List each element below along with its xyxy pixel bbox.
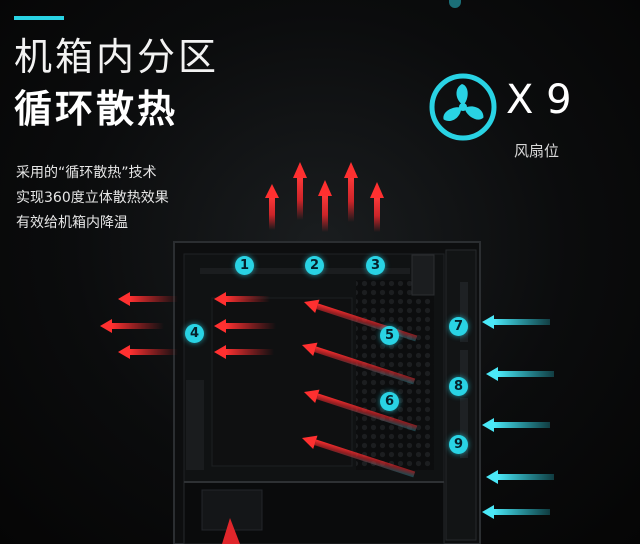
description-line-1: 采用的“循环散热”技术 [16,165,157,181]
internal-airflow-arrows [302,299,418,478]
fan-icon [429,73,497,141]
pc-case [173,241,481,544]
fan-position-1: 1 [235,256,254,275]
fan-position-5: 5 [380,326,399,345]
rear-exhaust-arrows [100,292,276,359]
top-decoration [449,0,461,8]
fan-position-3: 3 [366,256,385,275]
fan-position-8: 8 [449,377,468,396]
fan-count: X 9 [506,77,572,123]
top-exhaust-arrows [265,162,384,232]
title-line-1: 机箱内分区 [14,35,220,79]
fan-position-6: 6 [380,392,399,411]
fan-position-9: 9 [449,435,468,454]
description-line-2: 实现360度立体散热效果 [16,190,169,206]
bottom-exhaust-arrow [222,518,240,544]
title-line-2: 循环散热 [14,87,179,131]
accent-bar [14,16,64,20]
fan-caption: 风扇位 [514,142,560,160]
description-line-3: 有效给机箱内降温 [16,215,128,231]
fan-position-7: 7 [449,317,468,336]
fan-position-2: 2 [305,256,324,275]
fan-position-4: 4 [185,324,204,343]
front-intake-arrows [482,315,554,519]
